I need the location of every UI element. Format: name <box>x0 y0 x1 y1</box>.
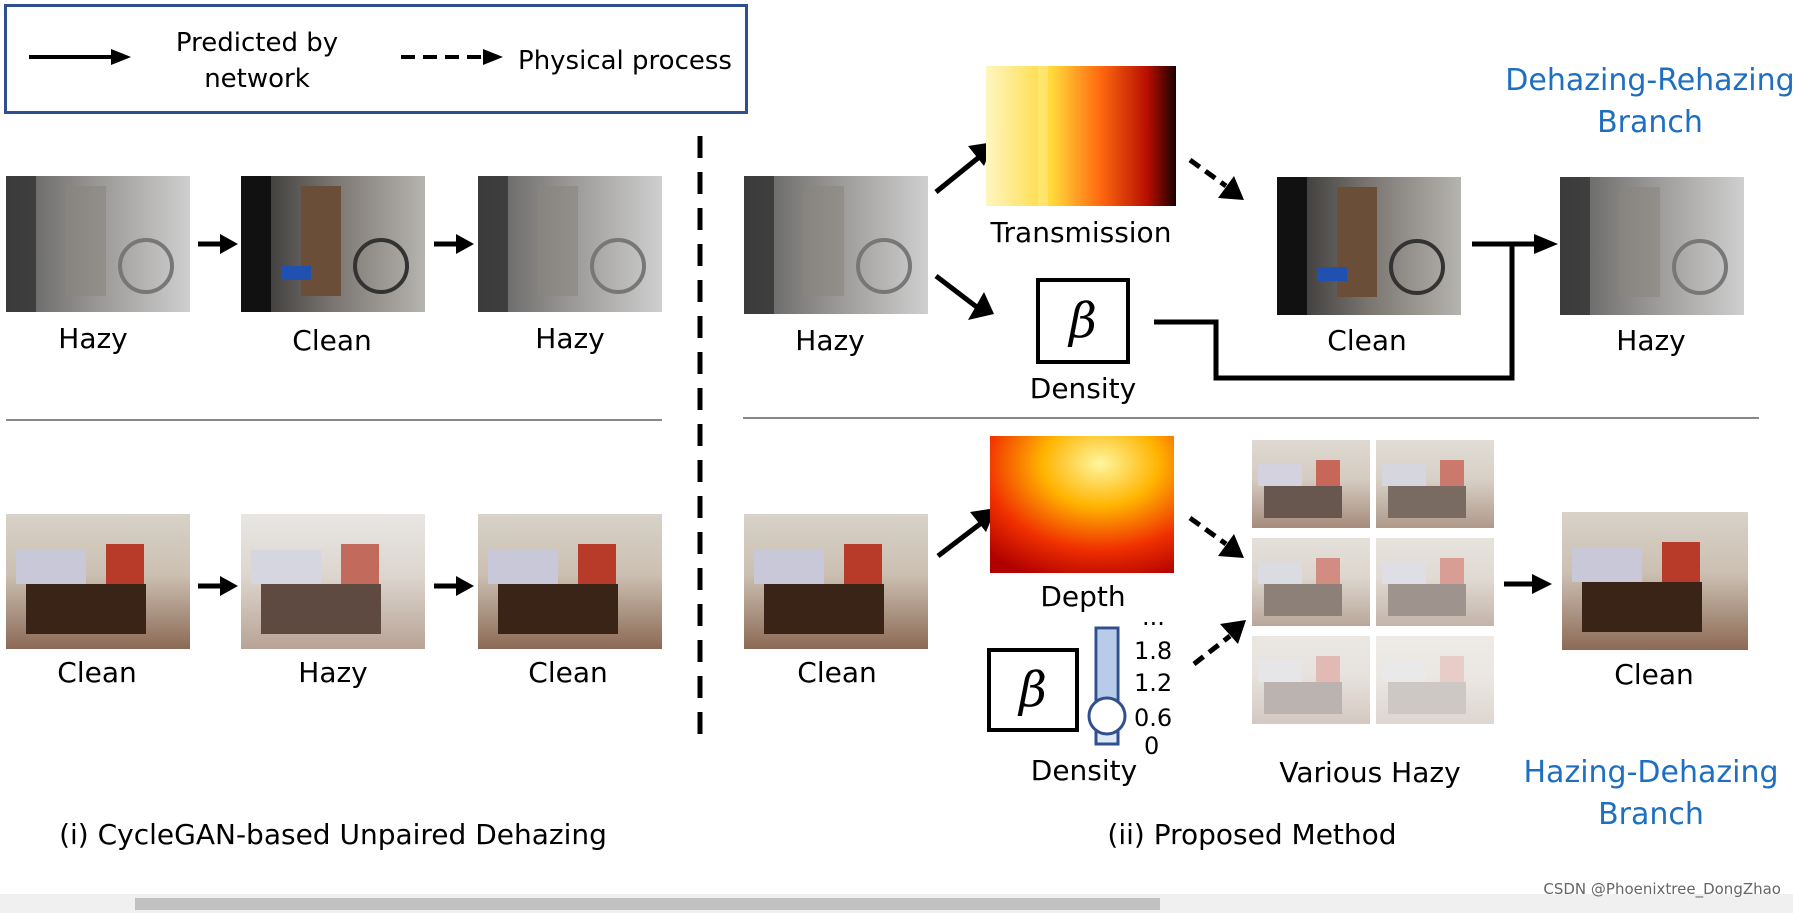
label-various-hazy: Various Hazy <box>1279 756 1461 789</box>
label-clean: Clean <box>1327 324 1407 357</box>
various-hazy-grid <box>1252 440 1496 730</box>
label-density: Density <box>1029 372 1137 405</box>
label-density: Density <box>1030 754 1138 787</box>
slider-handle <box>1087 696 1127 736</box>
solid-arrow-icon <box>936 508 996 558</box>
image-clean-room-1 <box>6 514 190 649</box>
image-clean-input <box>744 514 928 649</box>
solid-arrow-icon <box>198 234 238 254</box>
solid-arrow-icon <box>434 234 474 254</box>
label-clean: Clean <box>57 656 137 689</box>
label-clean: Clean <box>528 656 608 689</box>
beta-density-box: β <box>1036 278 1130 364</box>
label-transmission: Transmission <box>990 216 1172 249</box>
section-divider <box>697 136 703 734</box>
solid-arrow-icon <box>1534 234 1558 254</box>
divider <box>743 417 1759 419</box>
image-hazy-input <box>744 176 928 314</box>
hazy-thumbnail <box>1376 440 1494 528</box>
slider-tick: 1.2 <box>1134 669 1173 697</box>
label-hazy: Hazy <box>58 322 128 355</box>
label-hazy-output: Hazy <box>1616 324 1686 357</box>
solid-arrow-icon <box>29 49 131 65</box>
image-clean-room-2 <box>478 514 662 649</box>
image-depth-map <box>990 436 1174 573</box>
label-hazy: Hazy <box>298 656 368 689</box>
slider-tick: ... <box>1142 603 1165 631</box>
caption-cyclegan: (i) CycleGAN-based Unpaired Dehazing <box>59 818 607 851</box>
hazy-thumbnail <box>1252 538 1370 626</box>
image-hazy-gym-2 <box>478 176 662 312</box>
hazy-thumbnail <box>1376 538 1494 626</box>
image-clean-output <box>1277 177 1461 315</box>
image-hazy-room-1 <box>241 514 425 649</box>
beta-density-box: β <box>987 648 1079 732</box>
image-transmission-map <box>986 66 1176 206</box>
image-clean-output-bottom <box>1562 512 1748 650</box>
divider <box>6 419 662 421</box>
connector-lines <box>1154 241 1546 381</box>
scrollbar-thumb[interactable] <box>135 898 1160 910</box>
solid-arrow-icon <box>434 576 474 596</box>
hazy-thumbnail <box>1252 636 1370 724</box>
slider-tick: 1.8 <box>1134 637 1173 665</box>
dashed-arrow-icon <box>401 49 503 65</box>
caption-proposed-method: (ii) Proposed Method <box>1107 818 1397 851</box>
dashed-arrow-icon <box>1192 620 1246 666</box>
dashed-arrow-icon <box>1188 157 1244 200</box>
solid-arrow-icon <box>1504 574 1552 594</box>
hazy-thumbnail <box>1376 636 1494 724</box>
hazy-thumbnail <box>1252 440 1370 528</box>
label-clean: Clean <box>292 324 372 357</box>
solid-arrow-icon <box>198 576 238 596</box>
horizontal-scrollbar[interactable] <box>0 894 1793 913</box>
legend-physical-label: Physical process <box>518 46 732 76</box>
density-slider[interactable] <box>1086 624 1130 750</box>
label-clean-output: Clean <box>1614 658 1694 691</box>
label-hazy-input: Hazy <box>795 324 865 357</box>
slider-tick: 0.6 <box>1134 704 1173 732</box>
label-clean-input: Clean <box>797 656 877 689</box>
image-hazy-gym-1 <box>6 176 190 312</box>
image-clean-gym-1 <box>241 176 425 312</box>
slider-tick: 0 <box>1144 732 1160 760</box>
label-depth: Depth <box>1040 580 1126 613</box>
solid-arrow-icon <box>934 274 994 320</box>
watermark: CSDN @Phoenixtree_DongZhao <box>1543 880 1781 898</box>
label-hazy: Hazy <box>535 322 605 355</box>
image-hazy-output <box>1560 177 1744 315</box>
dashed-arrow-icon <box>1188 515 1244 558</box>
